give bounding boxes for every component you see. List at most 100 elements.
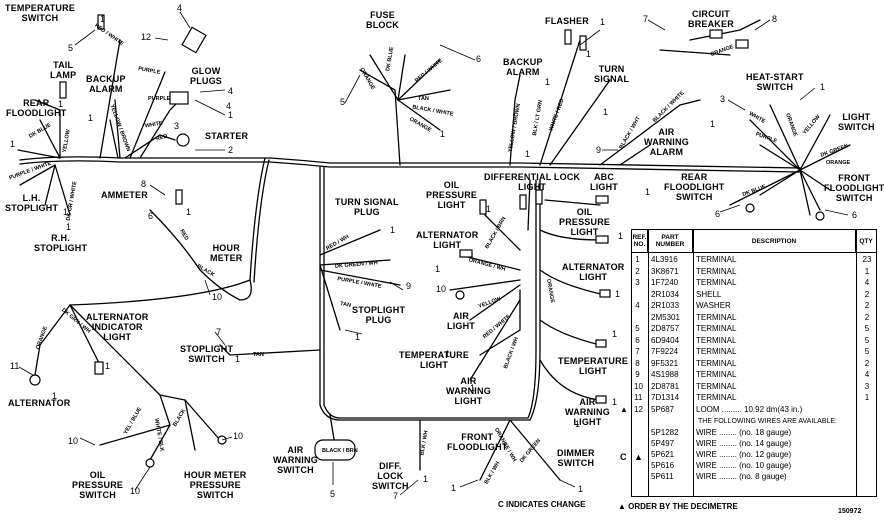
table-cell: 4 [635, 301, 640, 310]
connector-icon [735, 39, 749, 49]
glow-plugs-icon [169, 91, 189, 105]
differential-lock-light-label: DIFFERENTIAL LOCK LIGHT [484, 172, 581, 192]
table-cell: 4S1988 [651, 370, 679, 379]
connector-icon [181, 26, 207, 54]
table-cell: TERMINAL [696, 312, 737, 322]
ref-number: 1 [440, 129, 446, 139]
ref-number: 1 [100, 14, 106, 24]
table-cell: 5P497 [651, 439, 675, 448]
table-cell: 3 [635, 278, 640, 287]
stoplight-switch-label: STOPLIGHT SWITCH [180, 344, 234, 364]
wire-label: TAN [418, 96, 429, 102]
table-cell: 2 [635, 266, 640, 276]
table-cell: TERMINAL [696, 266, 737, 276]
air-warning-light-right-label: AIR WARNING LIGHT [565, 397, 610, 427]
connector-icon [595, 195, 609, 204]
table-cell: WIRE ........ (no. 14 gauge) [696, 439, 792, 448]
table-cell: 2 [864, 358, 870, 368]
ref-number: 3 [174, 121, 180, 131]
stoplight-plug-label: STOPLIGHT PLUG [352, 305, 406, 325]
wire-label: TAN [253, 352, 264, 358]
air-warning-alarm-label: AIR WARNING ALARM [644, 127, 689, 157]
table-cell: TERMINAL [696, 370, 737, 379]
ref-number: 1 [423, 474, 429, 484]
ref-number: 10 [212, 292, 223, 302]
table-cell: 4 [864, 370, 870, 379]
front-floodlight-switch-label: FRONT FLOODLIGHT SWITCH [824, 173, 884, 203]
table-header-description: DESCRIPTION [693, 230, 856, 252]
ref-number: 9 [406, 281, 412, 291]
wire-row: 5P497 WIRE ........ (no. 14 gauge) [632, 438, 876, 450]
table-cell: 5P611 [651, 472, 674, 481]
connector-icon [479, 199, 487, 215]
order-by-decimetre-mark: ▲ [620, 404, 628, 414]
table-cell: 3K8671 [651, 266, 679, 276]
alternator-terminal-icon [29, 374, 41, 386]
alternator-label: ALTERNATOR [8, 398, 71, 408]
table-cell: TERMINAL [696, 393, 737, 402]
table-cell: 1 [864, 266, 870, 276]
hour-meter-pressure-switch-label: HOUR METER PRESSURE SWITCH [184, 470, 247, 500]
connector-icon [535, 189, 543, 205]
light-switch-label: LIGHT SWITCH [838, 112, 875, 132]
starter-label: STARTER [205, 131, 249, 141]
ref-number: 1 [58, 99, 64, 109]
terminal-icon [455, 290, 465, 300]
ref-number: 8 [772, 14, 778, 24]
backup-alarm-top-label: BACKUP ALARM [503, 57, 543, 77]
ref-number: 8 [141, 179, 147, 189]
main-harness-trunk [19, 156, 801, 169]
connector-icon [709, 29, 723, 39]
connector-icon [459, 249, 473, 258]
table-cell: 1 [864, 393, 870, 402]
table-cell: 6D9404 [651, 335, 680, 345]
ref-number: 5 [340, 97, 346, 107]
ref-number: 10 [436, 284, 447, 294]
table-cell: 2 [864, 301, 870, 310]
table-cell: 8 [635, 358, 640, 368]
ref-number: 7 [643, 14, 649, 24]
turn-signal-plug-label: TURN SIGNAL PLUG [335, 197, 399, 217]
table-cell: 3 [864, 381, 870, 391]
table-cell: TERMINAL [696, 255, 737, 264]
ref-number: 1 [525, 149, 531, 159]
table-cell: TERMINAL [696, 278, 737, 287]
table-cell: 5 [864, 347, 870, 356]
ref-number: 1 [355, 332, 361, 342]
change-mark: C [620, 452, 627, 462]
table-cell: 2D8757 [651, 324, 680, 333]
circuit-breaker-label: CIRCUIT BREAKER [688, 9, 734, 29]
connector-icon [97, 14, 105, 30]
ref-number: 1 [228, 110, 234, 120]
ref-number: 9 [596, 145, 602, 155]
table-cell: 5P616 [651, 461, 675, 470]
table-cell: SHELL [696, 289, 722, 299]
table-header-qty: QTY [859, 237, 873, 245]
table-cell: WIRE ........ (no. 12 gauge) [696, 450, 792, 459]
table-cell: 2D8781 [651, 381, 680, 391]
table-row: 9 4S1988 TERMINAL 4 [632, 369, 876, 381]
ref-number: 1 [710, 119, 716, 129]
air-warning-switch-label: AIR WARNING SWITCH [273, 445, 318, 475]
drawing-number: 150972 [838, 508, 862, 515]
glow-plugs-label: GLOW PLUGS [190, 66, 223, 86]
terminal-icon [815, 211, 825, 221]
ref-number: 1 [186, 207, 192, 217]
air-warning-light-left-label: AIR WARNING LIGHT [446, 376, 491, 406]
air-light-label: AIR LIGHT [447, 311, 475, 331]
turn-signal-label: TURN SIGNAL [594, 64, 630, 84]
table-cell: 9 [635, 370, 640, 379]
diff-lock-switch-label: DIFF. LOCK SWITCH [372, 461, 409, 491]
table-cell: WIRE ........ (no. 10 gauge) [696, 461, 792, 470]
ref-number: 2 [228, 145, 234, 155]
front-floodlight-label: FRONT FLOODLIGHT [447, 432, 508, 452]
table-cell: WIRE ........ (no. 18 gauge) [696, 428, 792, 437]
